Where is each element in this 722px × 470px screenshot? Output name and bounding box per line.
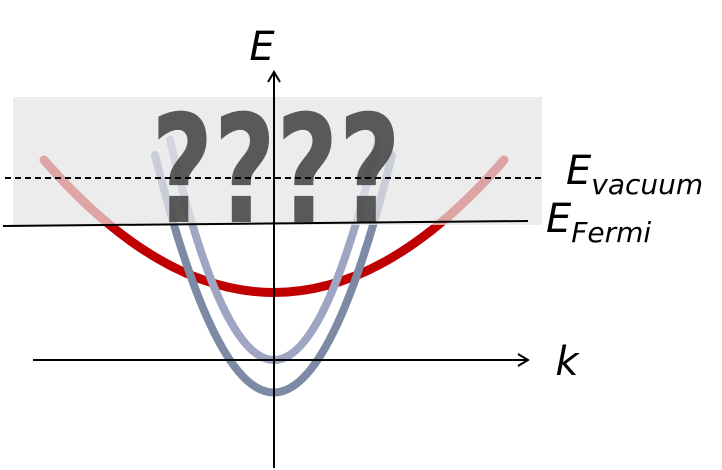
vacuum-level-label-main: E [566,148,592,194]
fermi-level-label-main: E [546,196,572,242]
vacuum-level-label-sub: vacuum [591,168,703,201]
fermi-level-label-sub: Fermi [571,216,651,249]
fermi-level-line [2,220,529,227]
fermi-level-label: EFermi [546,196,651,249]
momentum-axis-label: k [555,339,580,385]
bands-above-fermi [39,136,509,225]
energy-axis-label: E [249,24,275,70]
unknown-region-shade [13,97,542,225]
vacuum-level-label: Evacuum [566,148,703,201]
unknown-region-question-marks: ???? [151,84,401,258]
red-band-curve-faded [39,155,509,225]
